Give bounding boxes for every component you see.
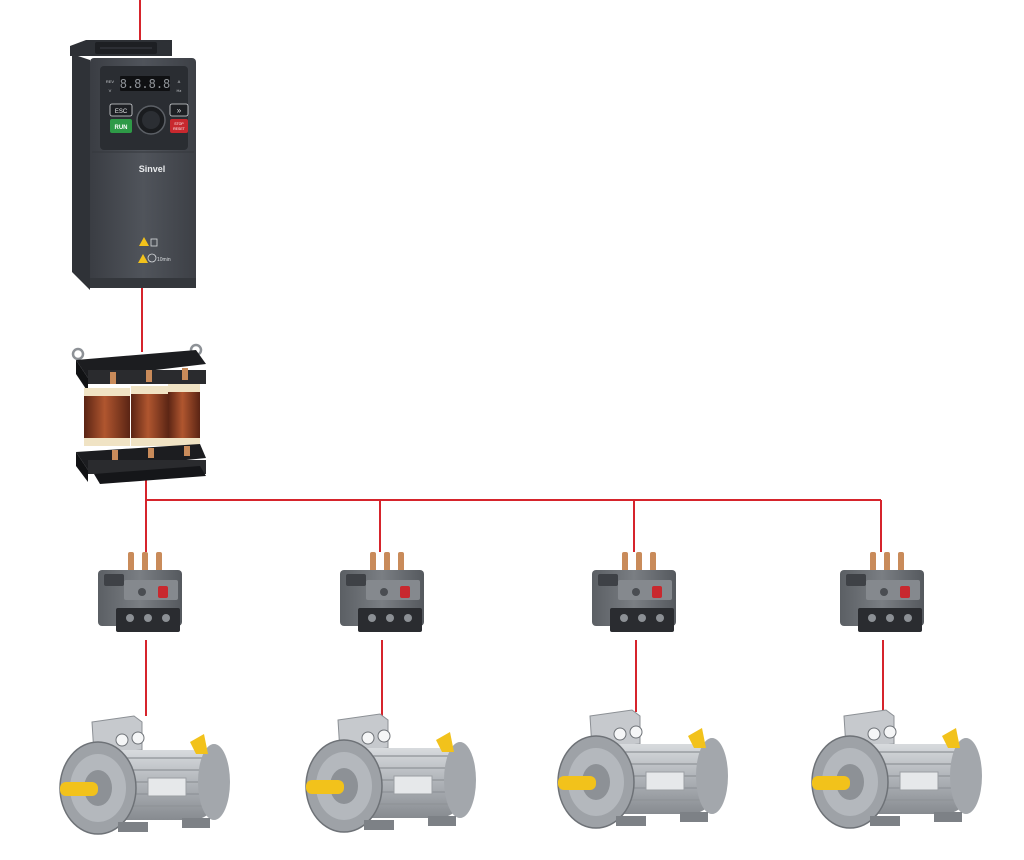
vfd-brand: Sinvel [139,164,166,174]
three-phase-reactor-icon [71,343,206,484]
vfd-reset-label: RESET [173,127,186,131]
electric-motor-icon [59,715,230,835]
vfd-esc-button[interactable] [109,103,133,117]
vfd-run-label: RUN [115,125,128,131]
vfd-shift-label: » [177,106,182,115]
warning-triangle-icon [139,237,158,247]
reactor-coil [131,386,169,446]
electric-motor-icon [305,713,476,833]
vfd-warning-time: 10min [157,257,171,263]
vfd-unit-v: V [109,88,112,93]
vfd-unit-rev: REV [106,79,115,84]
vfd-unit-a: A [178,79,181,84]
vfd-stop-label: STOP [174,122,184,126]
wiring-lines [139,0,884,716]
electric-motor-icon [811,709,982,829]
vfd-run-button[interactable] [110,119,132,133]
electric-motor-icon [557,709,728,829]
thermal-overload-relay-icon [840,552,924,632]
vfd-display-value: 8.8.8.8 [120,77,171,91]
thermal-overload-relay-icon [98,552,182,632]
reactor-coil [168,384,200,446]
vfd-esc-label: ESC [115,109,128,115]
motor-branches [59,552,982,835]
frequency-inverter: 8.8.8.8 REV V A Hz ESC RUN » STOP RESET … [70,40,196,290]
vfd-shift-button[interactable] [169,103,189,117]
vfd-stop-button[interactable] [170,119,188,133]
thermal-overload-relay-icon [592,552,676,632]
reactor-coil [84,388,130,446]
vfd-unit-hz: Hz [177,88,182,93]
vfd-display [120,76,170,91]
warning-triangle-icon [138,253,157,263]
thermal-overload-relay-icon [340,552,424,632]
